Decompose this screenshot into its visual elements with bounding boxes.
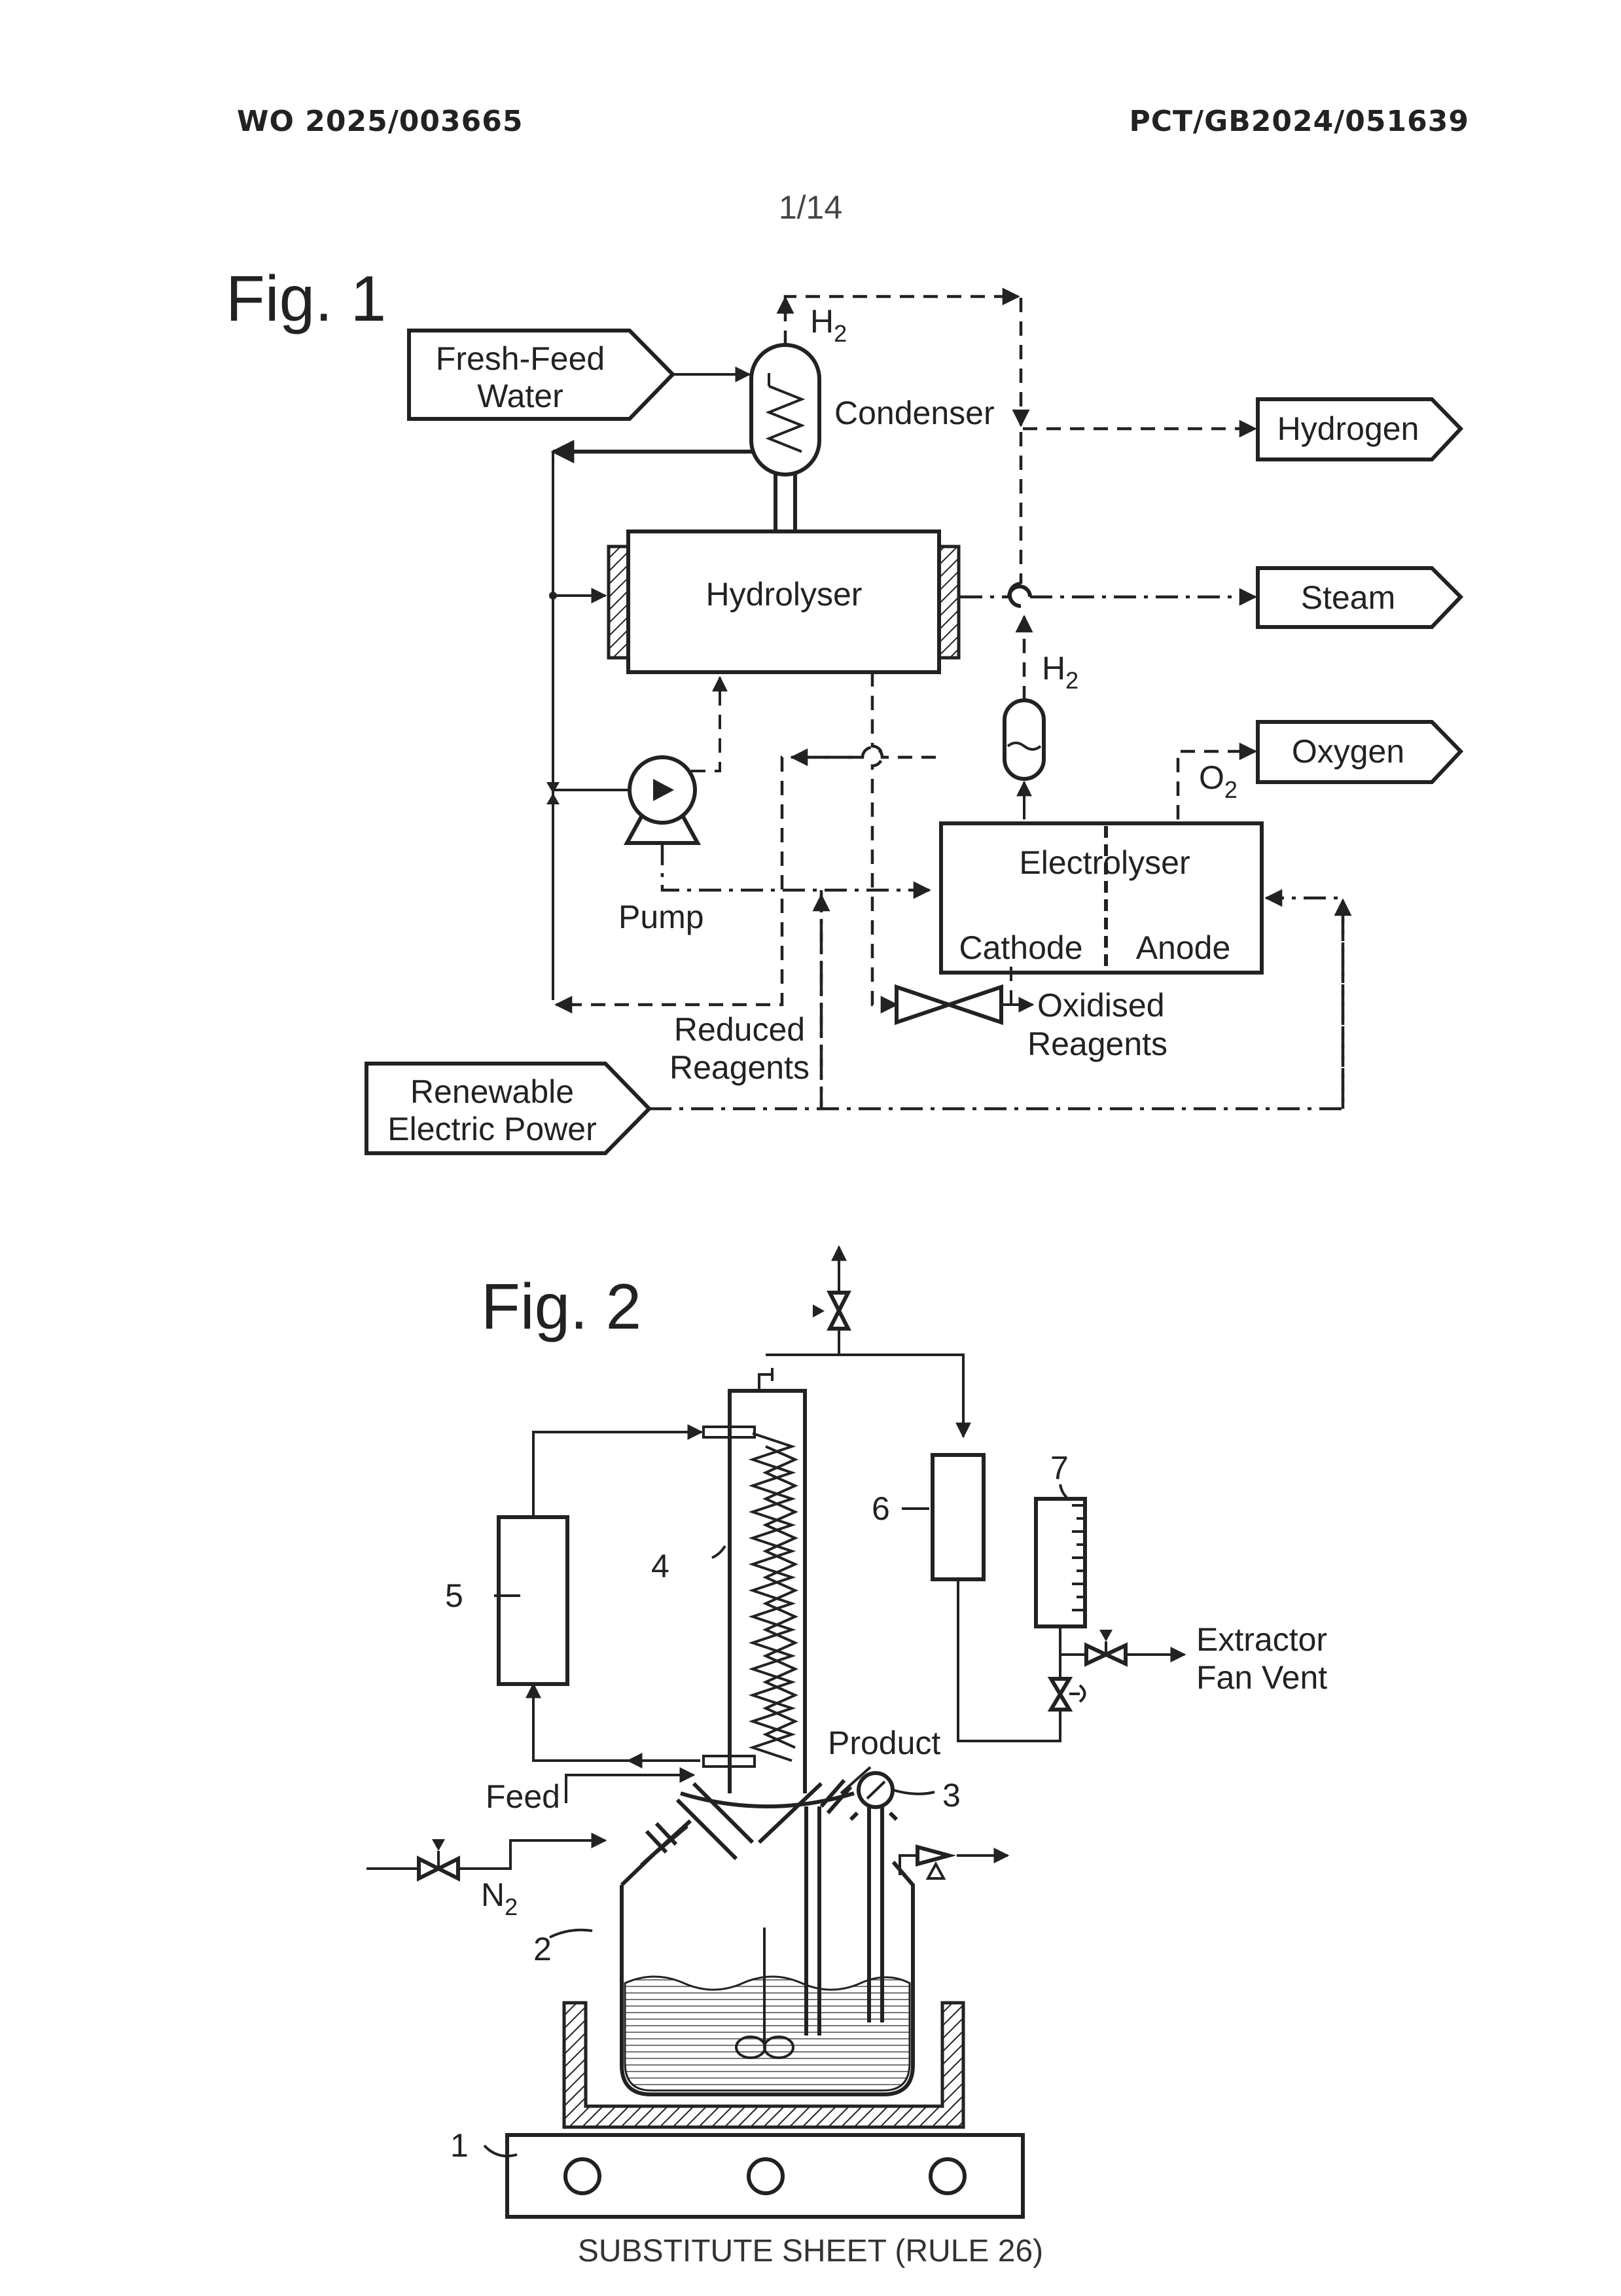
- label-6: 6: [872, 1490, 890, 1527]
- oxidised-reagents-label-2: Reagents: [1027, 1026, 1167, 1062]
- pump: Pump: [618, 677, 720, 935]
- extractor-label-2: Fan Vent: [1196, 1659, 1327, 1696]
- fig1-title: Fig. 1: [226, 262, 386, 334]
- fresh-feed-label-1: Fresh-Feed: [436, 340, 605, 377]
- product-label: Product: [828, 1725, 940, 1761]
- renewable-label-1: Renewable: [410, 1073, 574, 1110]
- electrolyser: Electrolyser Cathode Anode: [941, 823, 1262, 973]
- h2-top-label: H2: [810, 303, 847, 347]
- condenser: Condenser: [751, 345, 995, 531]
- reaction-flask: 2: [533, 1854, 913, 2094]
- label-2: 2: [533, 1931, 552, 1967]
- extractor-label-1: Extractor: [1196, 1621, 1327, 1658]
- label-3: 3: [942, 1777, 961, 1814]
- anode-label: Anode: [1136, 929, 1231, 966]
- reduced-reagents-label-2: Reagents: [669, 1049, 810, 1086]
- label-5: 5: [445, 1577, 463, 1614]
- hydrolyser-label: Hydrolyser: [706, 576, 863, 613]
- reduced-reagents-label-1: Reduced: [674, 1011, 805, 1048]
- n2-label: N2: [481, 1876, 518, 1920]
- steam-label: Steam: [1301, 579, 1396, 616]
- fresh-feed-label-2: Water: [477, 378, 563, 414]
- hydrogen-output: Hydrogen: [1258, 399, 1461, 459]
- flow-meter: 7 Extractor Fan Vent: [1036, 1450, 1327, 1710]
- chiller-unit: 5: [445, 1432, 702, 1761]
- condenser-label: Condenser: [834, 395, 995, 431]
- oxygen-output: Oxygen: [1258, 722, 1461, 782]
- gas-separator: [1005, 700, 1044, 779]
- heater-base: 1: [450, 2127, 1023, 2217]
- oxygen-label: Oxygen: [1292, 733, 1404, 770]
- cathode-label: Cathode: [959, 929, 1082, 966]
- figure-2: Fig. 2 1 2 N2: [366, 1247, 1327, 2217]
- oxidised-reagents-label-1: Oxidised: [1037, 987, 1165, 1024]
- label-7: 7: [1050, 1450, 1069, 1486]
- h2-mid-label: H2: [1042, 650, 1078, 694]
- reflux-column: 4: [651, 1391, 854, 1859]
- footer: SUBSTITUTE SHEET (RULE 26): [0, 2233, 1621, 2269]
- label-1: 1: [450, 2127, 469, 2164]
- figure-1: Fig. 1 Fresh-Feed Water Condenser H2 Hyd…: [226, 262, 1461, 1153]
- pump-label: Pump: [618, 899, 704, 935]
- label-4: 4: [651, 1548, 669, 1585]
- gas-trap: 6: [872, 1455, 1060, 1741]
- steam-output: Steam: [1258, 568, 1461, 627]
- feed-label: Feed: [486, 1778, 560, 1815]
- hydrolyser: Hydrolyser: [609, 531, 959, 672]
- o2-label: O2: [1199, 759, 1238, 803]
- renewable-power-input: Renewable Electric Power: [366, 1064, 649, 1153]
- electrolyser-label: Electrolyser: [1019, 844, 1190, 881]
- hydrogen-label: Hydrogen: [1277, 410, 1419, 447]
- fig2-title: Fig. 2: [481, 1270, 641, 1342]
- renewable-label-2: Electric Power: [387, 1111, 597, 1147]
- fresh-feed-water-input: Fresh-Feed Water: [409, 331, 673, 419]
